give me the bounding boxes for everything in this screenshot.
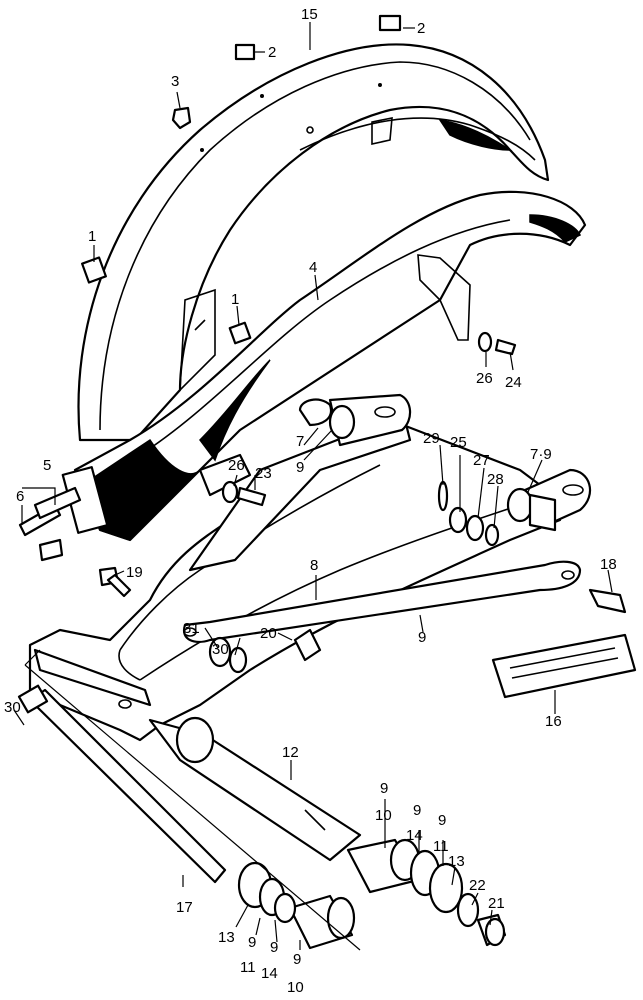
callout-31: 31 [183,620,200,637]
callout-1: 1 [231,291,239,308]
bushings [288,838,421,950]
torque-link [182,560,582,643]
callout-23: 23 [255,465,272,482]
callout-14: 14 [406,827,423,844]
callout-22: 22 [469,877,486,894]
warning-label [491,633,637,699]
callout-9: 9 [418,629,426,646]
callout-2: 2 [417,20,425,37]
callout-26: 26 [476,370,493,387]
callout-9: 9 [270,939,278,956]
chain-case [61,190,587,542]
callout-9: 9 [248,934,256,951]
callout-15: 15 [301,6,318,23]
callout-20: 20 [260,625,277,642]
callout-30: 30 [4,699,21,716]
callout-17: 17 [176,899,193,916]
callout-7: 7 [296,433,304,450]
pivot-tube [148,716,362,862]
callout-11: 11 [240,959,256,976]
callout-30: 30 [212,641,229,658]
callout-14: 14 [261,965,278,982]
callout-5: 5 [43,457,51,474]
callout-3: 3 [171,73,179,90]
callout-9: 9 [413,802,421,819]
callout-numbers: 15 2 2 3 1 1 4 26 24 7 9 29 25 27 28 7·9… [4,6,617,996]
callout-21: 21 [488,895,505,912]
callout-29: 29 [423,430,440,447]
callout-25: 25 [450,434,467,451]
callout-9: 9 [438,812,446,829]
callout-18: 18 [600,556,617,573]
callout-9: 9 [296,459,304,476]
callout-9: 9 [293,951,301,968]
callout-24: 24 [505,374,522,391]
callout-16: 16 [545,713,562,730]
callout-2: 2 [268,44,276,61]
callout-12: 12 [282,744,299,761]
callout-7-9: 7·9 [530,446,552,463]
callout-26: 26 [228,457,245,474]
rear-fender [77,43,550,442]
callout-13: 13 [448,853,465,870]
callout-10: 10 [375,807,392,824]
callout-8: 8 [310,557,318,574]
small-hardware [18,14,627,674]
leader-lines [13,22,613,951]
callout-9: 9 [380,780,388,797]
callout-27: 27 [473,452,490,469]
callout-13: 13 [218,929,235,946]
callout-4: 4 [309,259,317,276]
pivot-bolt [17,684,227,884]
callout-6: 6 [16,488,24,505]
callout-1: 1 [88,228,96,245]
callout-10: 10 [287,979,304,996]
callout-28: 28 [487,471,504,488]
callout-11: 11 [433,838,449,855]
washers-and-nut [237,849,507,947]
callout-19: 19 [126,564,143,581]
